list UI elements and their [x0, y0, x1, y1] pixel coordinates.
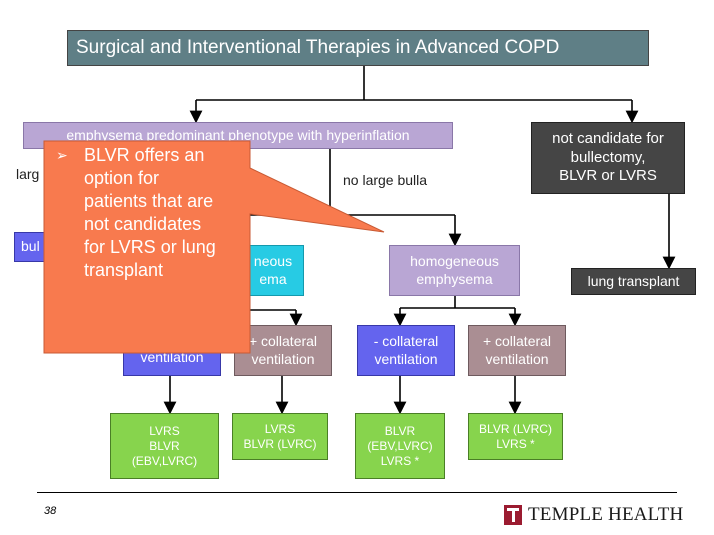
temple-t-icon [504, 505, 522, 525]
outcome-box-1: LVRS BLVR (EBV,LVRC) [110, 413, 219, 479]
outcome-4-line-1: BLVR (LVRC) [479, 421, 552, 436]
logo-text: TEMPLE HEALTH [528, 504, 684, 525]
diagram-title-text: Surgical and Interventional Therapies in… [76, 37, 560, 59]
callout-line-4: not candidates [84, 214, 202, 234]
callout-line-1: BLVR offers an [84, 145, 205, 165]
homogeneous-emphysema-box: homogeneous emphysema [389, 245, 520, 296]
homogeneous-line-1: homogeneous [410, 253, 499, 269]
diagram-title: Surgical and Interventional Therapies in… [67, 30, 649, 66]
homogeneous-line-2: emphysema [416, 270, 493, 287]
footer-divider [37, 492, 677, 493]
cv-plus-left-line-2: ventilation [251, 350, 315, 367]
outcome-1-line-1: LVRS [149, 423, 180, 438]
plus-collateral-right-box: + collateral ventilation [468, 325, 566, 376]
not-candidate-line-3: BLVR or LVRS [559, 167, 657, 185]
outcome-box-2: LVRS BLVR (LVRC) [232, 413, 328, 460]
outcome-3-line-1: BLVR [384, 423, 416, 438]
outcome-box-4: BLVR (LVRC) LVRS * [468, 413, 563, 460]
outcome-2-line-2: BLVR (LVRC) [243, 436, 317, 451]
minus-collateral-right-box: - collateral ventilation [357, 325, 455, 376]
callout-line-6: transplant [84, 260, 164, 280]
outcome-box-3: BLVR (EBV,LVRC) LVRS * [355, 413, 445, 479]
outcome-1-line-3: (EBV,LVRC) [131, 453, 198, 468]
cv-minus-right-line-1: - collateral [373, 333, 439, 349]
outcome-1-line-2: BLVR [149, 438, 180, 453]
cv-plus-right-line-2: ventilation [485, 350, 549, 367]
heterogeneous-line-2: ema [259, 270, 287, 287]
temple-health-logo: TEMPLE HEALTH [504, 504, 683, 526]
cv-plus-right-line-1: + collateral [482, 333, 552, 349]
not-candidate-line-2: bullectomy, [570, 148, 646, 166]
cv-plus-left-line-1: + collateral [248, 333, 318, 349]
callout-line-5: for LVRS or lung [84, 237, 216, 257]
outcome-2-line-1: LVRS [264, 421, 296, 436]
callout-line-2: option for [84, 168, 160, 188]
outcome-4-line-2: LVRS * [496, 436, 535, 451]
cv-minus-right-line-2: ventilation [374, 350, 438, 367]
bullectomy-text: bul [21, 238, 40, 255]
outcome-3-line-3: LVRS * [380, 453, 420, 468]
not-candidate-line-1: not candidate for [552, 129, 664, 147]
arrow-bullet-icon: ➢ [56, 147, 68, 163]
callout-line-3: patients that are [84, 191, 214, 211]
outcome-3-line-2: (EBV,LVRC) [367, 438, 433, 453]
page-number: 38 [44, 505, 57, 517]
no-large-bulla-label: no large bulla [343, 172, 428, 188]
not-candidate-box: not candidate for bullectomy, BLVR or LV… [531, 122, 685, 194]
heterogeneous-line-1: neous [253, 253, 293, 269]
lung-transplant-text: lung transplant [587, 272, 680, 289]
emphysema-phenotype-text: emphysema predominant phenotype with hyp… [66, 126, 410, 143]
large-bulla-label: larg [16, 166, 40, 182]
lung-transplant-box: lung transplant [571, 268, 696, 295]
callout: ➢ BLVR offers an option for patients tha… [44, 141, 250, 353]
